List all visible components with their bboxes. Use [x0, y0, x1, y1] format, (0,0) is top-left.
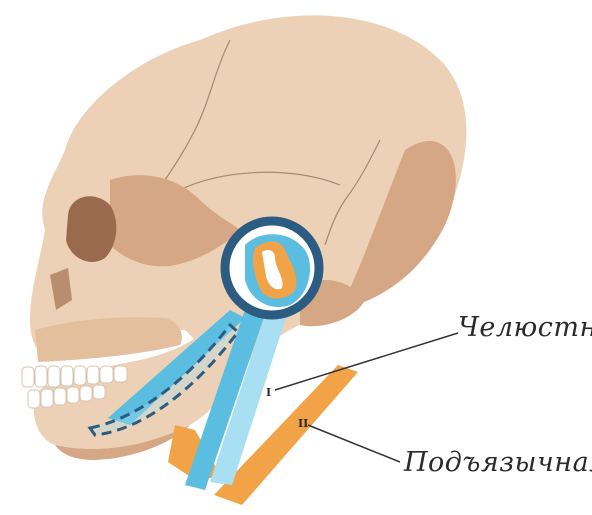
eye-socket — [66, 196, 116, 262]
label-jaw-section: Челюстная — [458, 312, 592, 343]
zone-marker-one: I — [266, 386, 271, 399]
zone-marker-two: II — [298, 417, 308, 430]
leader-line-hyoid — [308, 425, 400, 462]
label-hyoid-section: Подъязычная — [404, 447, 592, 478]
leader-line-jaw — [275, 333, 458, 390]
